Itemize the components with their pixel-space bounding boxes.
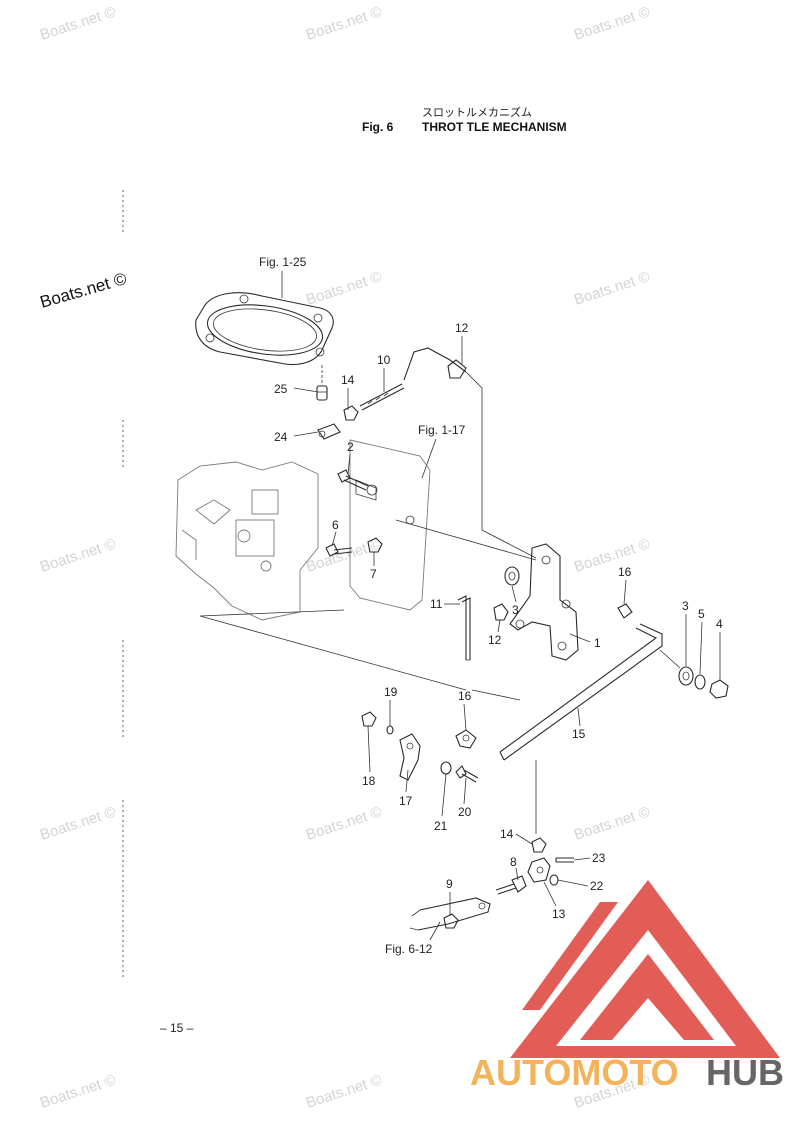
callout-2: 2 — [347, 440, 354, 454]
watermark: Boats.net © — [304, 268, 384, 308]
callout-14-upper: 14 — [341, 373, 355, 387]
part-9-nut — [443, 913, 459, 929]
fig-ref-bottom: Fig. 6-12 — [385, 942, 433, 956]
watermark: Boats.net © — [38, 3, 118, 43]
part-3-washer-right — [678, 666, 694, 686]
logo-text-hub: HUB — [706, 1052, 784, 1093]
part-21-washer — [440, 761, 452, 775]
part-22-washer — [549, 874, 559, 886]
part-23-pin — [555, 857, 574, 863]
part-6-bolt — [325, 543, 353, 557]
part-10-rod — [359, 383, 405, 411]
part-5-washer — [694, 674, 706, 690]
part-11-rod — [457, 595, 471, 661]
part-12-cable-end-lower — [493, 603, 509, 621]
callout-18: 18 — [362, 774, 376, 788]
callout-16-lower: 16 — [458, 689, 472, 703]
callout-5: 5 — [698, 607, 705, 621]
leader-lines — [293, 336, 721, 916]
part-16-clip-upper — [617, 603, 633, 619]
engine-block — [175, 461, 319, 621]
callout-19: 19 — [384, 685, 398, 699]
callout-13: 13 — [552, 907, 566, 921]
part-16-clip-lower — [455, 729, 477, 749]
logo-text-automoto: AUTOMOTO — [470, 1052, 679, 1093]
callout-6: 6 — [332, 518, 339, 532]
part-14-nut-upper — [343, 405, 359, 421]
watermark: Boats.net © — [572, 3, 652, 43]
callout-10: 10 — [377, 353, 391, 367]
part-17-lever — [399, 733, 421, 781]
watermark: Boats.net © — [304, 803, 384, 843]
watermark: Boats.net © — [38, 803, 118, 843]
part-13-joint — [527, 857, 551, 883]
callout-3-right: 3 — [682, 599, 689, 613]
watermark: Boats.net © — [304, 3, 384, 43]
callout-numbers: 12 10 14 25 24 2 6 7 11 3 12 1 16 3 5 4 … — [274, 321, 723, 921]
callout-3-left: 3 — [512, 603, 519, 617]
figure-label: Fig. 6 — [362, 120, 394, 134]
watermark: Boats.net © — [572, 535, 652, 575]
callout-11: 11 — [430, 597, 443, 611]
fig-ref-top: Fig. 1-25 — [259, 255, 307, 269]
part-8-ball-joint — [495, 875, 527, 895]
assembly-outline — [199, 519, 537, 701]
watermark: Boats.net © — [38, 535, 118, 575]
mounting-flange — [195, 292, 334, 385]
part-3-washer-upper — [504, 566, 520, 586]
part-2-bolt — [337, 469, 369, 491]
callout-25: 25 — [274, 382, 288, 396]
part-20-bolt — [455, 765, 479, 783]
callout-7: 7 — [370, 567, 377, 581]
watermark-strong: Boats.net © — [38, 269, 129, 312]
part-4-nut — [709, 679, 729, 699]
part-7-nut — [367, 537, 383, 553]
callout-17: 17 — [399, 794, 413, 808]
callout-22: 22 — [590, 879, 604, 893]
title-japanese: スロットルメカニズム — [422, 105, 532, 119]
callout-8: 8 — [510, 855, 517, 869]
part-18-nut — [361, 711, 377, 727]
figure-title: THROT TLE MECHANISM — [422, 120, 567, 134]
throttle-arm-lower — [409, 897, 491, 931]
part-12-cable-end-upper — [403, 347, 537, 559]
watermark: Boats.net © — [572, 803, 652, 843]
watermark: Boats.net © — [304, 1071, 384, 1111]
callout-12-lower: 12 — [488, 633, 502, 647]
title-block: スロットルメカニズム Fig. 6 THROT TLE MECHANISM — [362, 105, 567, 134]
part-24-joint — [317, 423, 341, 440]
part-15-link-rod — [499, 623, 663, 761]
part-25-bolt — [316, 385, 328, 401]
fig-ref-middle: Fig. 1-17 — [418, 423, 466, 437]
callout-16-upper: 16 — [618, 565, 632, 579]
callout-24: 24 — [274, 430, 288, 444]
callout-15: 15 — [572, 727, 586, 741]
callout-12-upper: 12 — [455, 321, 469, 335]
part-14-nut-lower — [531, 837, 547, 853]
watermark: Boats.net © — [38, 1071, 118, 1111]
callout-9: 9 — [446, 877, 453, 891]
callout-4: 4 — [716, 617, 723, 631]
callout-14-lower: 14 — [500, 827, 514, 841]
part-19-washer — [386, 725, 394, 735]
watermark: Boats.net © — [572, 268, 652, 308]
page-number: – 15 – — [160, 1021, 194, 1035]
part-1-lever-bracket — [509, 543, 579, 661]
callout-21: 21 — [434, 819, 448, 833]
callout-20: 20 — [458, 805, 472, 819]
bracket-plate — [349, 439, 431, 611]
callout-1: 1 — [594, 636, 601, 650]
automotohub-logo: AUTOMOTO HUB — [470, 880, 784, 1093]
callout-23: 23 — [592, 851, 606, 865]
